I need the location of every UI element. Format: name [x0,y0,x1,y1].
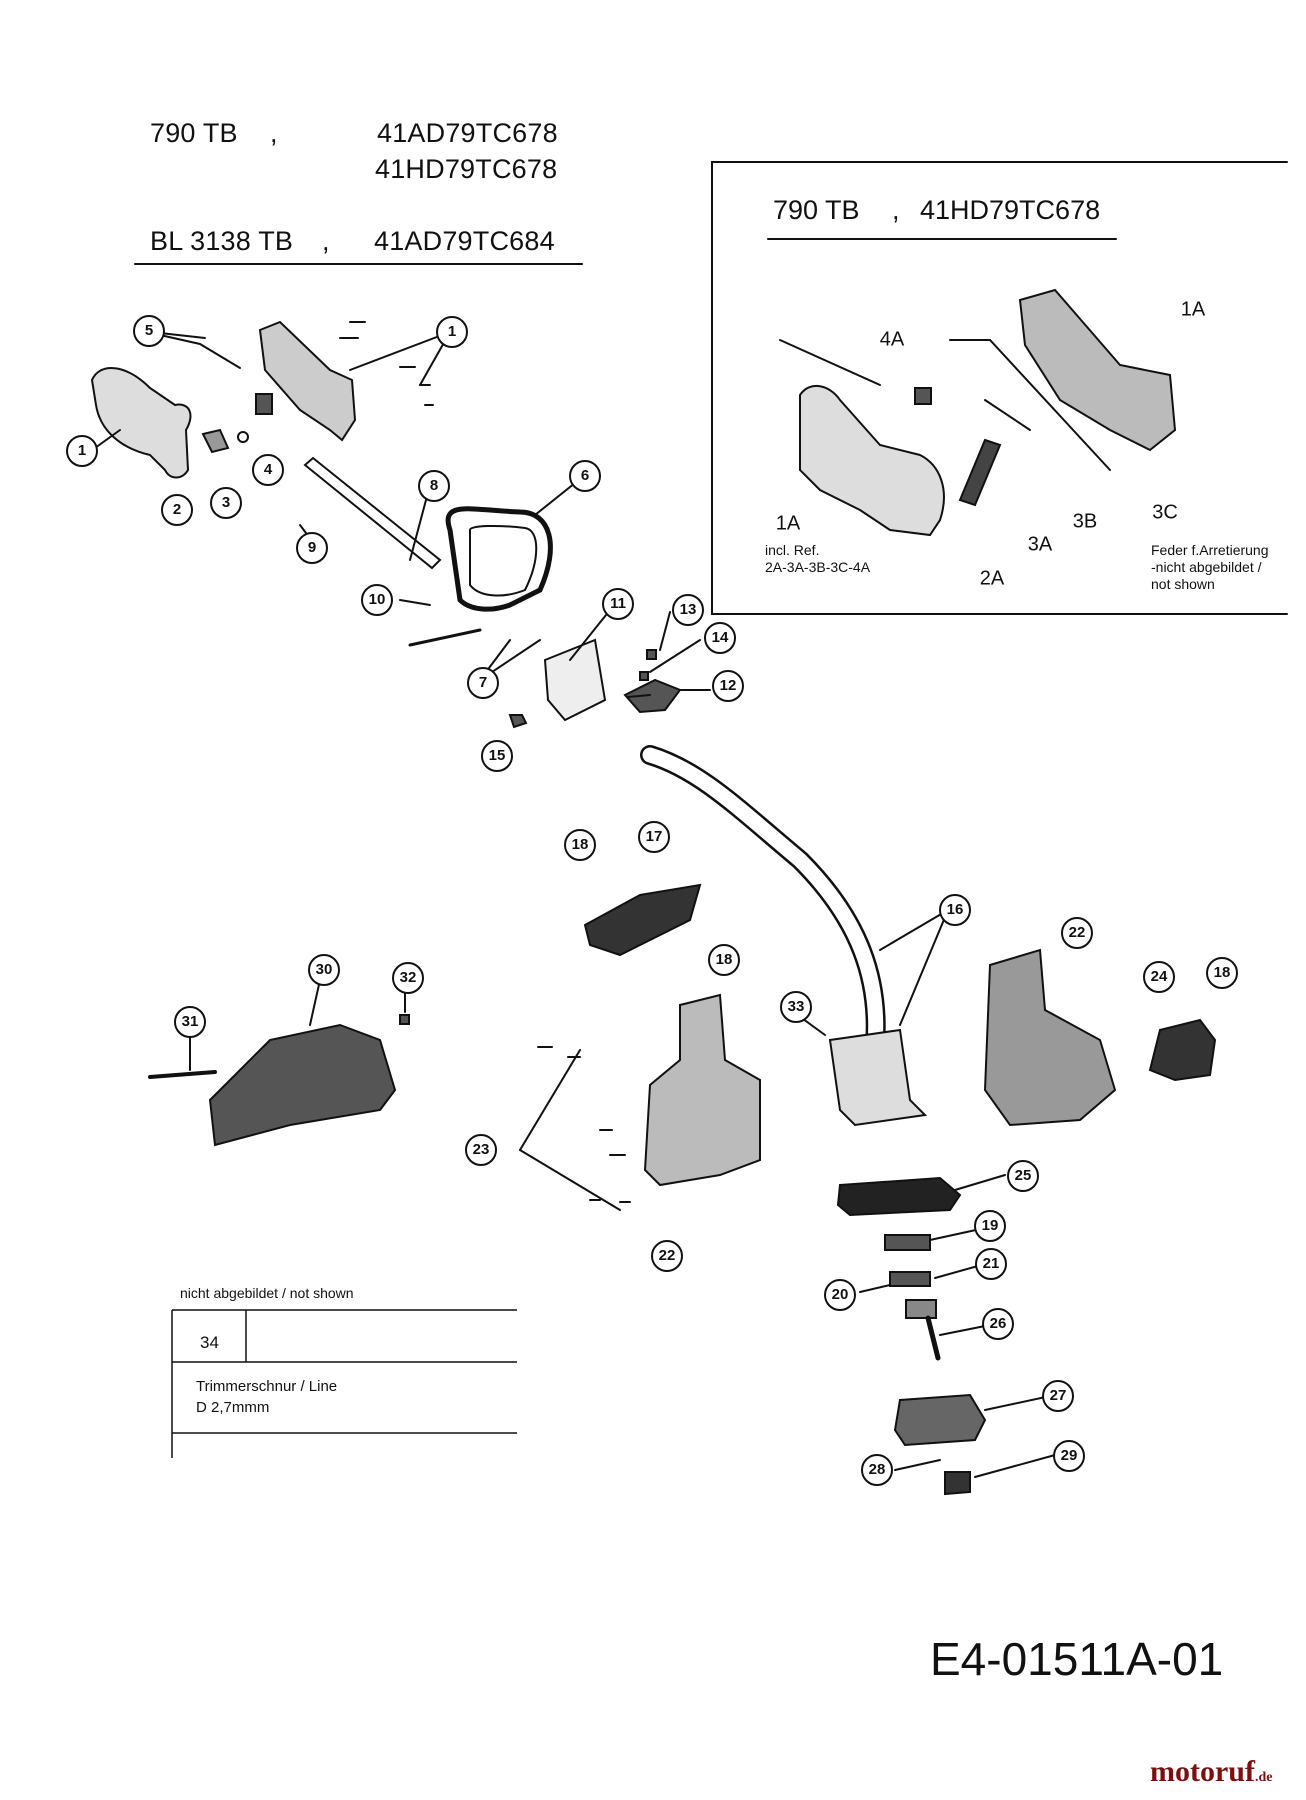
callout-17: 17 [638,821,670,853]
callout-23: 23 [465,1134,497,1166]
inset-label-4a: 4A [879,328,905,351]
inset-label-3a: 3A [1027,533,1053,556]
model-code-a1: 41AD79TC678 [377,118,558,148]
callout-8: 8 [418,470,450,502]
inset-label-1a-top: 1A [1180,298,1206,321]
callout-15: 15 [481,740,513,772]
callout-7: 7 [467,667,499,699]
inset-spring-note-line2: -nicht abgebildet / [1151,559,1262,575]
model-bl3138tb-label: BL 3138 TB [150,226,294,256]
model-790tb-comma: , [270,118,278,148]
model-code-a2: 41HD79TC678 [375,154,558,184]
callout-13: 13 [672,594,704,626]
callout-9: 9 [296,532,328,564]
callout-3: 3 [210,487,242,519]
callout-12: 12 [712,670,744,702]
inset-spring-note-line1: Feder f.Arretierung [1151,542,1269,558]
brand-suffix: .de [1254,1770,1273,1785]
callout-18-top: 18 [564,829,596,861]
callout-18-mid: 18 [708,944,740,976]
callout-21: 21 [975,1248,1007,1280]
callout-28: 28 [861,1454,893,1486]
callout-19: 19 [974,1210,1006,1242]
callout-24: 24 [1143,961,1175,993]
callout-25: 25 [1007,1160,1039,1192]
brand-logo: motoruf.de [1150,1755,1272,1789]
callout-4: 4 [252,454,284,486]
inset-model-label: 790 TB [773,195,860,225]
not-shown-desc-line1: Trimmerschnur / Line [196,1378,338,1395]
inset-label-3b: 3B [1072,510,1098,533]
callout-2: 2 [161,494,193,526]
callout-14: 14 [704,622,736,654]
callout-5: 5 [133,315,165,347]
callout-30: 30 [308,954,340,986]
callout-29: 29 [1053,1440,1085,1472]
callout-16: 16 [939,894,971,926]
callout-18-right: 18 [1206,957,1238,989]
inset-spring-note-line3: not shown [1151,576,1215,592]
inset-incl-ref-line2: 2A-3A-3B-3C-4A [765,559,871,575]
inset-comma: , [892,195,900,225]
inset-label-2a: 2A [979,567,1005,590]
inset-label-3c: 3C [1152,501,1178,524]
callout-1-grip: 1 [66,435,98,467]
model-code-b: 41AD79TC684 [374,226,555,256]
callout-31: 31 [174,1006,206,1038]
inset-label-1a-bottom: 1A [775,512,801,535]
callout-20: 20 [824,1279,856,1311]
inset-incl-ref-line1: incl. Ref. [765,542,820,558]
callout-33: 33 [780,991,812,1023]
not-shown-ref-number: 34 [200,1333,219,1352]
callout-6: 6 [569,460,601,492]
diagram-code: E4-01511A-01 [930,1633,1224,1685]
model-bl3138tb-comma: , [322,226,330,256]
inset-model-code: 41HD79TC678 [920,195,1101,225]
not-shown-desc-line2: D 2,7mmm [196,1399,270,1416]
brand-name: motoruf [1150,1755,1255,1788]
callout-26: 26 [982,1308,1014,1340]
model-790tb-label: 790 TB [150,118,238,148]
callout-32: 32 [392,962,424,994]
callout-22-left: 22 [651,1240,683,1272]
not-shown-caption: nicht abgebildet / not shown [180,1285,354,1301]
callout-22-right: 22 [1061,917,1093,949]
callout-1-top: 1 [436,316,468,348]
callout-11: 11 [602,588,634,620]
callout-10: 10 [361,584,393,616]
callout-27: 27 [1042,1380,1074,1412]
